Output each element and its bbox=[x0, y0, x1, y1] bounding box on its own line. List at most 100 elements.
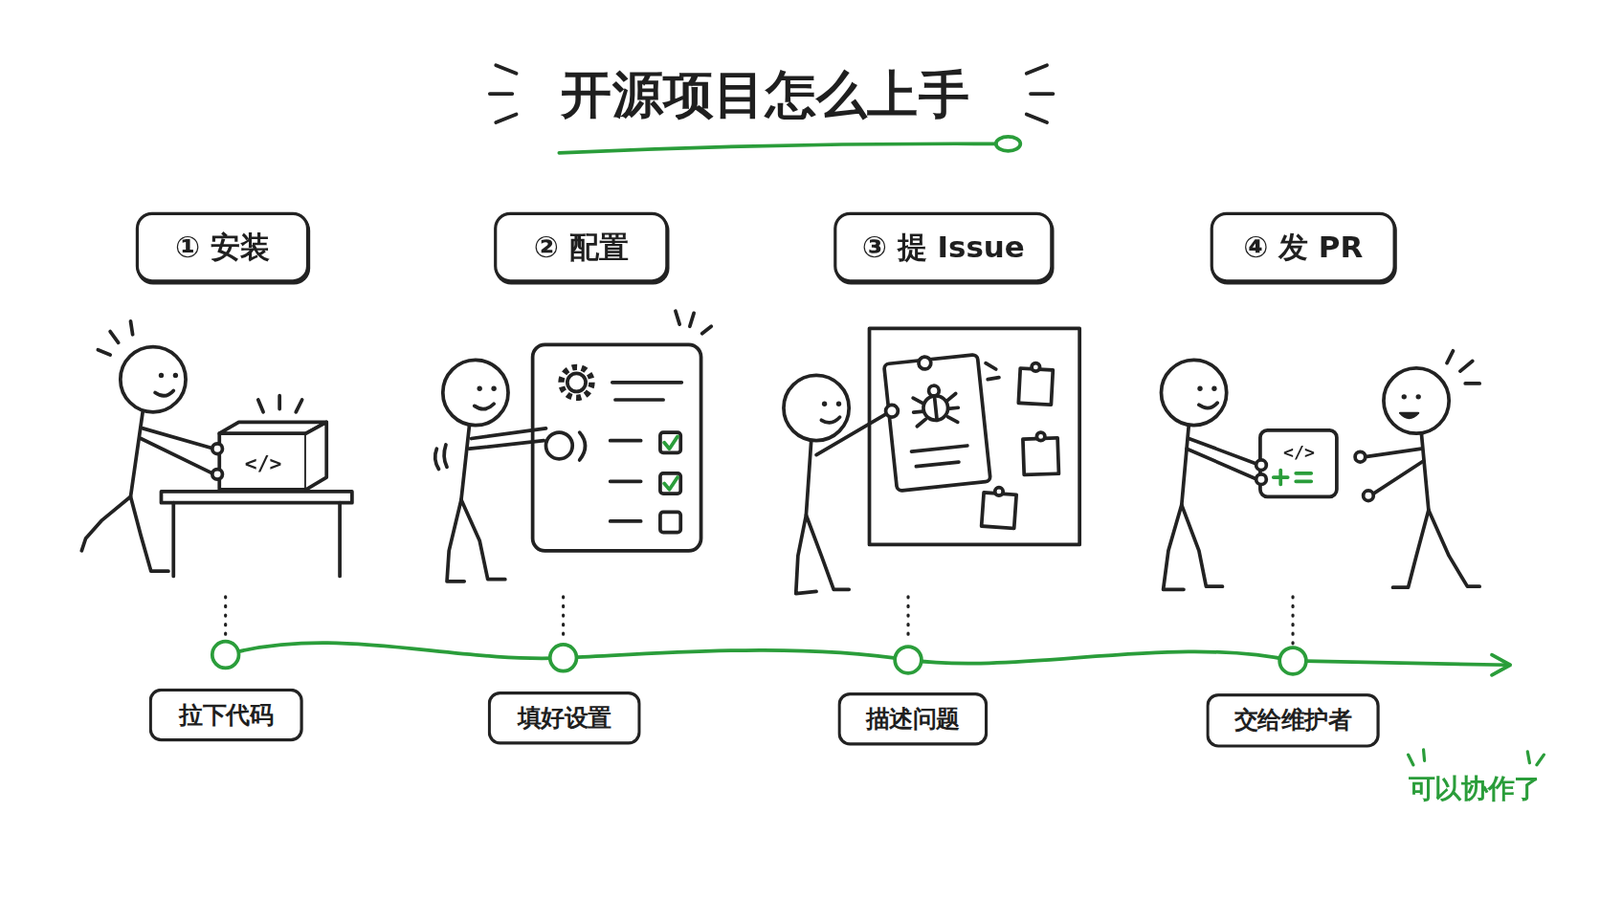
step-title: ② 配置 bbox=[533, 226, 629, 268]
dotted-leaders bbox=[225, 597, 1293, 645]
dash bbox=[1030, 91, 1053, 96]
legs bbox=[1393, 510, 1481, 588]
eye bbox=[1197, 386, 1202, 392]
eye bbox=[173, 373, 178, 378]
step-label-box: 描述问题 bbox=[837, 692, 988, 746]
hand bbox=[1256, 474, 1267, 486]
done-note: 可以协作了 bbox=[1382, 767, 1567, 811]
underline-loop bbox=[996, 136, 1022, 152]
dash bbox=[489, 91, 512, 96]
gear-teeth bbox=[560, 367, 592, 399]
bug-report bbox=[883, 351, 991, 491]
eye bbox=[822, 401, 827, 407]
eye bbox=[1211, 386, 1217, 392]
tablet bbox=[1260, 430, 1337, 497]
issue-figure bbox=[783, 328, 1080, 594]
eye bbox=[158, 373, 164, 378]
timeline-dot bbox=[1279, 647, 1307, 675]
smile bbox=[155, 390, 174, 396]
step-label: 交给维护者 bbox=[1234, 705, 1353, 737]
legs bbox=[796, 514, 849, 594]
head bbox=[783, 375, 849, 441]
table-legs bbox=[173, 503, 340, 578]
pr-figures bbox=[1160, 351, 1480, 591]
motion-marks bbox=[435, 444, 447, 470]
legs bbox=[1163, 505, 1223, 591]
step-box: ③ 提 Issue bbox=[833, 212, 1053, 284]
config-figure bbox=[435, 311, 712, 582]
sparks bbox=[97, 321, 133, 356]
settings-panel bbox=[533, 344, 702, 551]
panel-lines bbox=[612, 382, 683, 400]
knob bbox=[545, 432, 573, 460]
arms bbox=[1365, 448, 1424, 494]
paper bbox=[884, 355, 991, 492]
timeline bbox=[212, 597, 1545, 766]
step-title: ③ 提 Issue bbox=[862, 226, 1025, 268]
board bbox=[869, 328, 1081, 545]
text-lines bbox=[911, 445, 970, 467]
title-underline bbox=[558, 143, 996, 154]
step-label-box: 交给维护者 bbox=[1205, 693, 1379, 749]
arm bbox=[816, 413, 889, 456]
code-symbol: </> bbox=[1265, 439, 1333, 467]
timeline-dot bbox=[894, 646, 922, 674]
dash bbox=[1026, 113, 1047, 123]
box-front bbox=[219, 433, 307, 490]
timeline-line bbox=[225, 643, 1509, 666]
eye bbox=[1416, 394, 1422, 400]
eye bbox=[490, 386, 496, 392]
head bbox=[443, 359, 509, 425]
step-label-box: 拉下代码 bbox=[149, 688, 304, 742]
sparks bbox=[258, 396, 303, 413]
step-box: ② 配置 bbox=[493, 212, 668, 284]
arms bbox=[140, 428, 215, 475]
sparks bbox=[675, 311, 712, 334]
check-marks bbox=[664, 436, 678, 489]
smile bbox=[821, 417, 840, 423]
install-figure bbox=[81, 321, 353, 578]
gear bbox=[567, 373, 586, 392]
step-box: ① 安装 bbox=[135, 212, 310, 284]
sticky-note bbox=[981, 492, 1017, 529]
dash bbox=[495, 113, 516, 123]
step-label: 描述问题 bbox=[866, 703, 960, 735]
turn-mark bbox=[579, 432, 586, 461]
eye bbox=[836, 401, 842, 407]
body bbox=[461, 425, 470, 501]
head bbox=[1383, 368, 1449, 434]
timeline-dot bbox=[212, 642, 240, 669]
pin bbox=[1036, 432, 1045, 442]
open-smile bbox=[1400, 413, 1419, 419]
plus-equals bbox=[1273, 470, 1312, 486]
sparks bbox=[1408, 750, 1545, 766]
smile bbox=[1199, 402, 1218, 408]
box-side bbox=[306, 422, 327, 489]
hand bbox=[212, 469, 223, 481]
arms bbox=[469, 428, 547, 449]
step-title: ① 安装 bbox=[175, 226, 270, 268]
option-lines bbox=[610, 441, 642, 522]
body bbox=[1421, 433, 1428, 511]
drawing bbox=[81, 65, 1544, 766]
body bbox=[130, 411, 143, 498]
legs bbox=[81, 496, 169, 572]
arms bbox=[1186, 439, 1258, 481]
code-symbol: </> bbox=[226, 447, 301, 479]
sticky-note bbox=[1018, 368, 1053, 405]
hand bbox=[1355, 451, 1366, 463]
sparks bbox=[1446, 351, 1480, 384]
dash bbox=[495, 65, 516, 74]
pin bbox=[917, 356, 932, 371]
hand bbox=[1363, 490, 1375, 502]
sticky-note bbox=[1022, 438, 1060, 476]
checkbox bbox=[660, 511, 681, 533]
dash bbox=[1026, 65, 1047, 74]
step-title: ④ 发 PR bbox=[1243, 226, 1363, 268]
head bbox=[120, 347, 186, 413]
hand bbox=[212, 444, 223, 455]
hand bbox=[886, 404, 899, 418]
body bbox=[805, 441, 811, 516]
